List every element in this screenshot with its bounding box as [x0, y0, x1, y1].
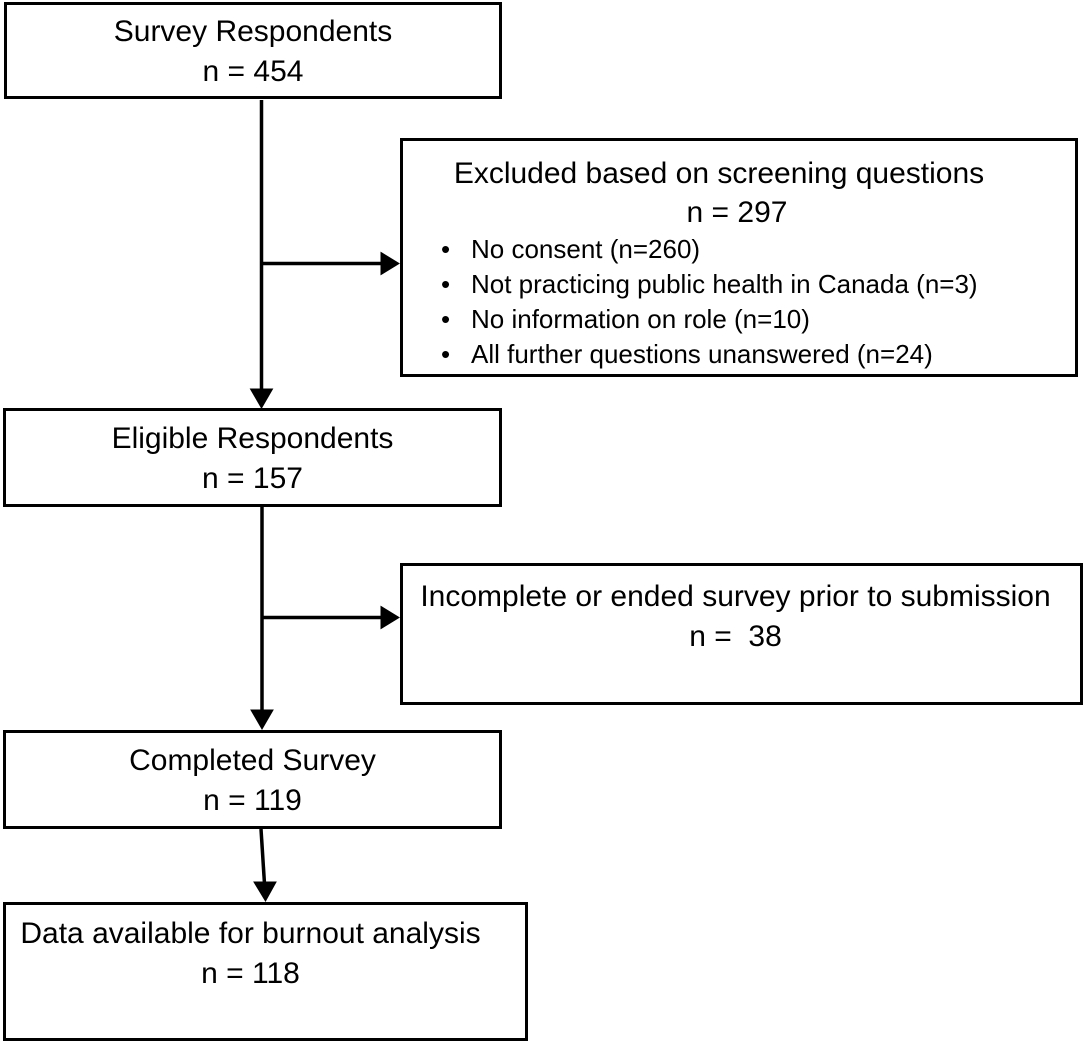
arrowhead-down-icon: [249, 388, 274, 409]
box-title: Survey Respondents: [113, 15, 393, 48]
box-title: Incomplete or ended survey prior to subm…: [420, 580, 1051, 613]
exclusion-reason: Not practicing public health in Canada (…: [419, 267, 1075, 302]
arrowhead-down-icon: [250, 709, 274, 730]
arrowhead-right-icon: [380, 251, 400, 276]
arrow-completed-to-analysis: [259, 828, 267, 885]
box-title: Data available for burnout analysis: [20, 917, 481, 950]
box-eligible-respondents: Eligible Respondents n = 157: [3, 408, 502, 507]
exclusion-reason: All further questions unanswered (n=24): [419, 337, 1075, 372]
arrowhead-down-icon: [253, 881, 277, 902]
exclusion-reason-list: No consent (n=260) Not practicing public…: [419, 232, 1075, 372]
box-burnout-analysis: Data available for burnout analysis n = …: [3, 902, 528, 1041]
box-n-value: n = 454: [202, 55, 304, 88]
box-survey-respondents: Survey Respondents n = 454: [4, 2, 502, 99]
box-title: Eligible Respondents: [111, 422, 394, 455]
box-n-value: n = 157: [202, 462, 303, 495]
exclusion-reason: No information on role (n=10): [419, 302, 1075, 337]
box-completed-survey: Completed Survey n = 119: [3, 730, 502, 829]
box-n-value: n = 119: [203, 784, 302, 817]
box-title: Completed Survey: [129, 744, 376, 777]
box-incomplete-survey: Incomplete or ended survey prior to subm…: [400, 563, 1083, 705]
box-excluded: Excluded based on screening questions n …: [400, 138, 1078, 377]
arrowhead-right-icon: [380, 605, 400, 630]
box-title: Excluded based on screening questions: [453, 157, 985, 190]
box-n-value: n = 118: [201, 957, 300, 990]
box-n-value: n = 297: [686, 196, 788, 229]
box-n-value: n = 38: [689, 620, 782, 653]
exclusion-reason: No consent (n=260): [419, 232, 1075, 267]
